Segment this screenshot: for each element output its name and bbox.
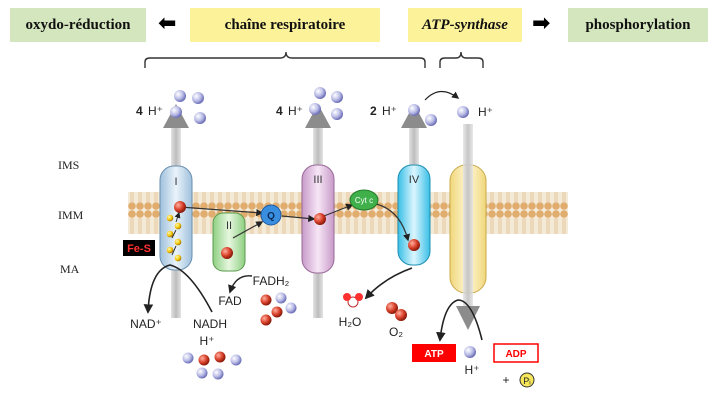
synthase-brace — [439, 51, 484, 68]
electron-complex-1 — [174, 201, 186, 213]
oxygen-label: O₂ — [389, 325, 403, 339]
oxydo-reduction-label: oxydo-réduction — [10, 8, 146, 42]
phosphate-label: Pᵢ — [523, 376, 530, 386]
cytochrome-c — [349, 189, 379, 211]
nadh-h-plus-label: H⁺ — [200, 334, 215, 348]
complex-2-label: II — [226, 220, 232, 232]
fe-s-clusters — [166, 213, 182, 262]
plus-sign: + — [502, 373, 509, 387]
atp-h-plus-label: H⁺ — [465, 363, 480, 377]
protons-label-synthase: H⁺ — [478, 105, 493, 119]
fad-label: FAD — [218, 294, 242, 308]
right-arrow-icon: ➡ — [532, 11, 551, 36]
oxygen-molecule-icon — [386, 302, 407, 321]
protons-label-1: H⁺ — [148, 104, 163, 118]
inner-membrane — [128, 192, 568, 234]
protons-label-4: H⁺ — [382, 104, 397, 118]
arrow-up-complex-3 — [305, 104, 331, 128]
ma-layer-label: MA — [60, 262, 80, 276]
fadh2-arrow — [228, 275, 253, 294]
electron-complex-4 — [408, 239, 420, 251]
atp-arrow — [436, 299, 483, 342]
fe-s-badge — [123, 240, 155, 256]
electron-complex-2 — [221, 247, 233, 259]
ubiquinone-label: Q — [267, 211, 275, 222]
oxygen-arrow — [364, 267, 413, 300]
cytochrome-c-label: Cyt c — [355, 196, 373, 205]
ubiquinone — [260, 204, 282, 226]
protons-count-1: 4 — [136, 104, 143, 118]
respiratory-chain-label: chaîne respiratoire — [190, 8, 380, 42]
arrow-down-atp-synthase — [456, 306, 480, 330]
imm-layer-label: IMM — [58, 208, 84, 222]
complex-2 — [212, 212, 246, 272]
ims-layer-label: IMS — [58, 158, 80, 172]
fe-s-text: Fe-S — [127, 243, 151, 255]
water-molecule-icon — [343, 293, 363, 308]
adp-text: ADP — [505, 349, 526, 360]
proton-transfer-arc — [424, 90, 460, 101]
atp-text: ATP — [424, 349, 444, 360]
water-label: H₂O — [339, 315, 362, 329]
fadh2-label: FADH₂ — [253, 274, 290, 288]
nadh-label: NADH — [193, 317, 227, 331]
atp-badge — [412, 344, 456, 362]
shaft-atp-synthase — [463, 124, 473, 314]
phosphate-icon — [519, 372, 535, 388]
protons-count-3: 4 — [276, 104, 283, 118]
nadh-arrow — [143, 264, 213, 314]
complex-1-label: I — [174, 176, 177, 188]
nad-label: NAD⁺ — [130, 317, 162, 331]
adp-badge — [493, 343, 539, 363]
phosphorylation-label: phosphorylation — [568, 8, 708, 42]
atp-synthase-label: ATP-synthase — [408, 8, 522, 42]
protons-label-3: H⁺ — [288, 104, 303, 118]
chain-brace — [144, 51, 426, 68]
complex-3-label: III — [313, 174, 322, 186]
electron-complex-3 — [314, 213, 326, 225]
protons-count-4: 2 — [370, 104, 377, 118]
complex-4-label: IV — [409, 174, 420, 186]
left-arrow-icon: ⬅ — [158, 11, 177, 36]
